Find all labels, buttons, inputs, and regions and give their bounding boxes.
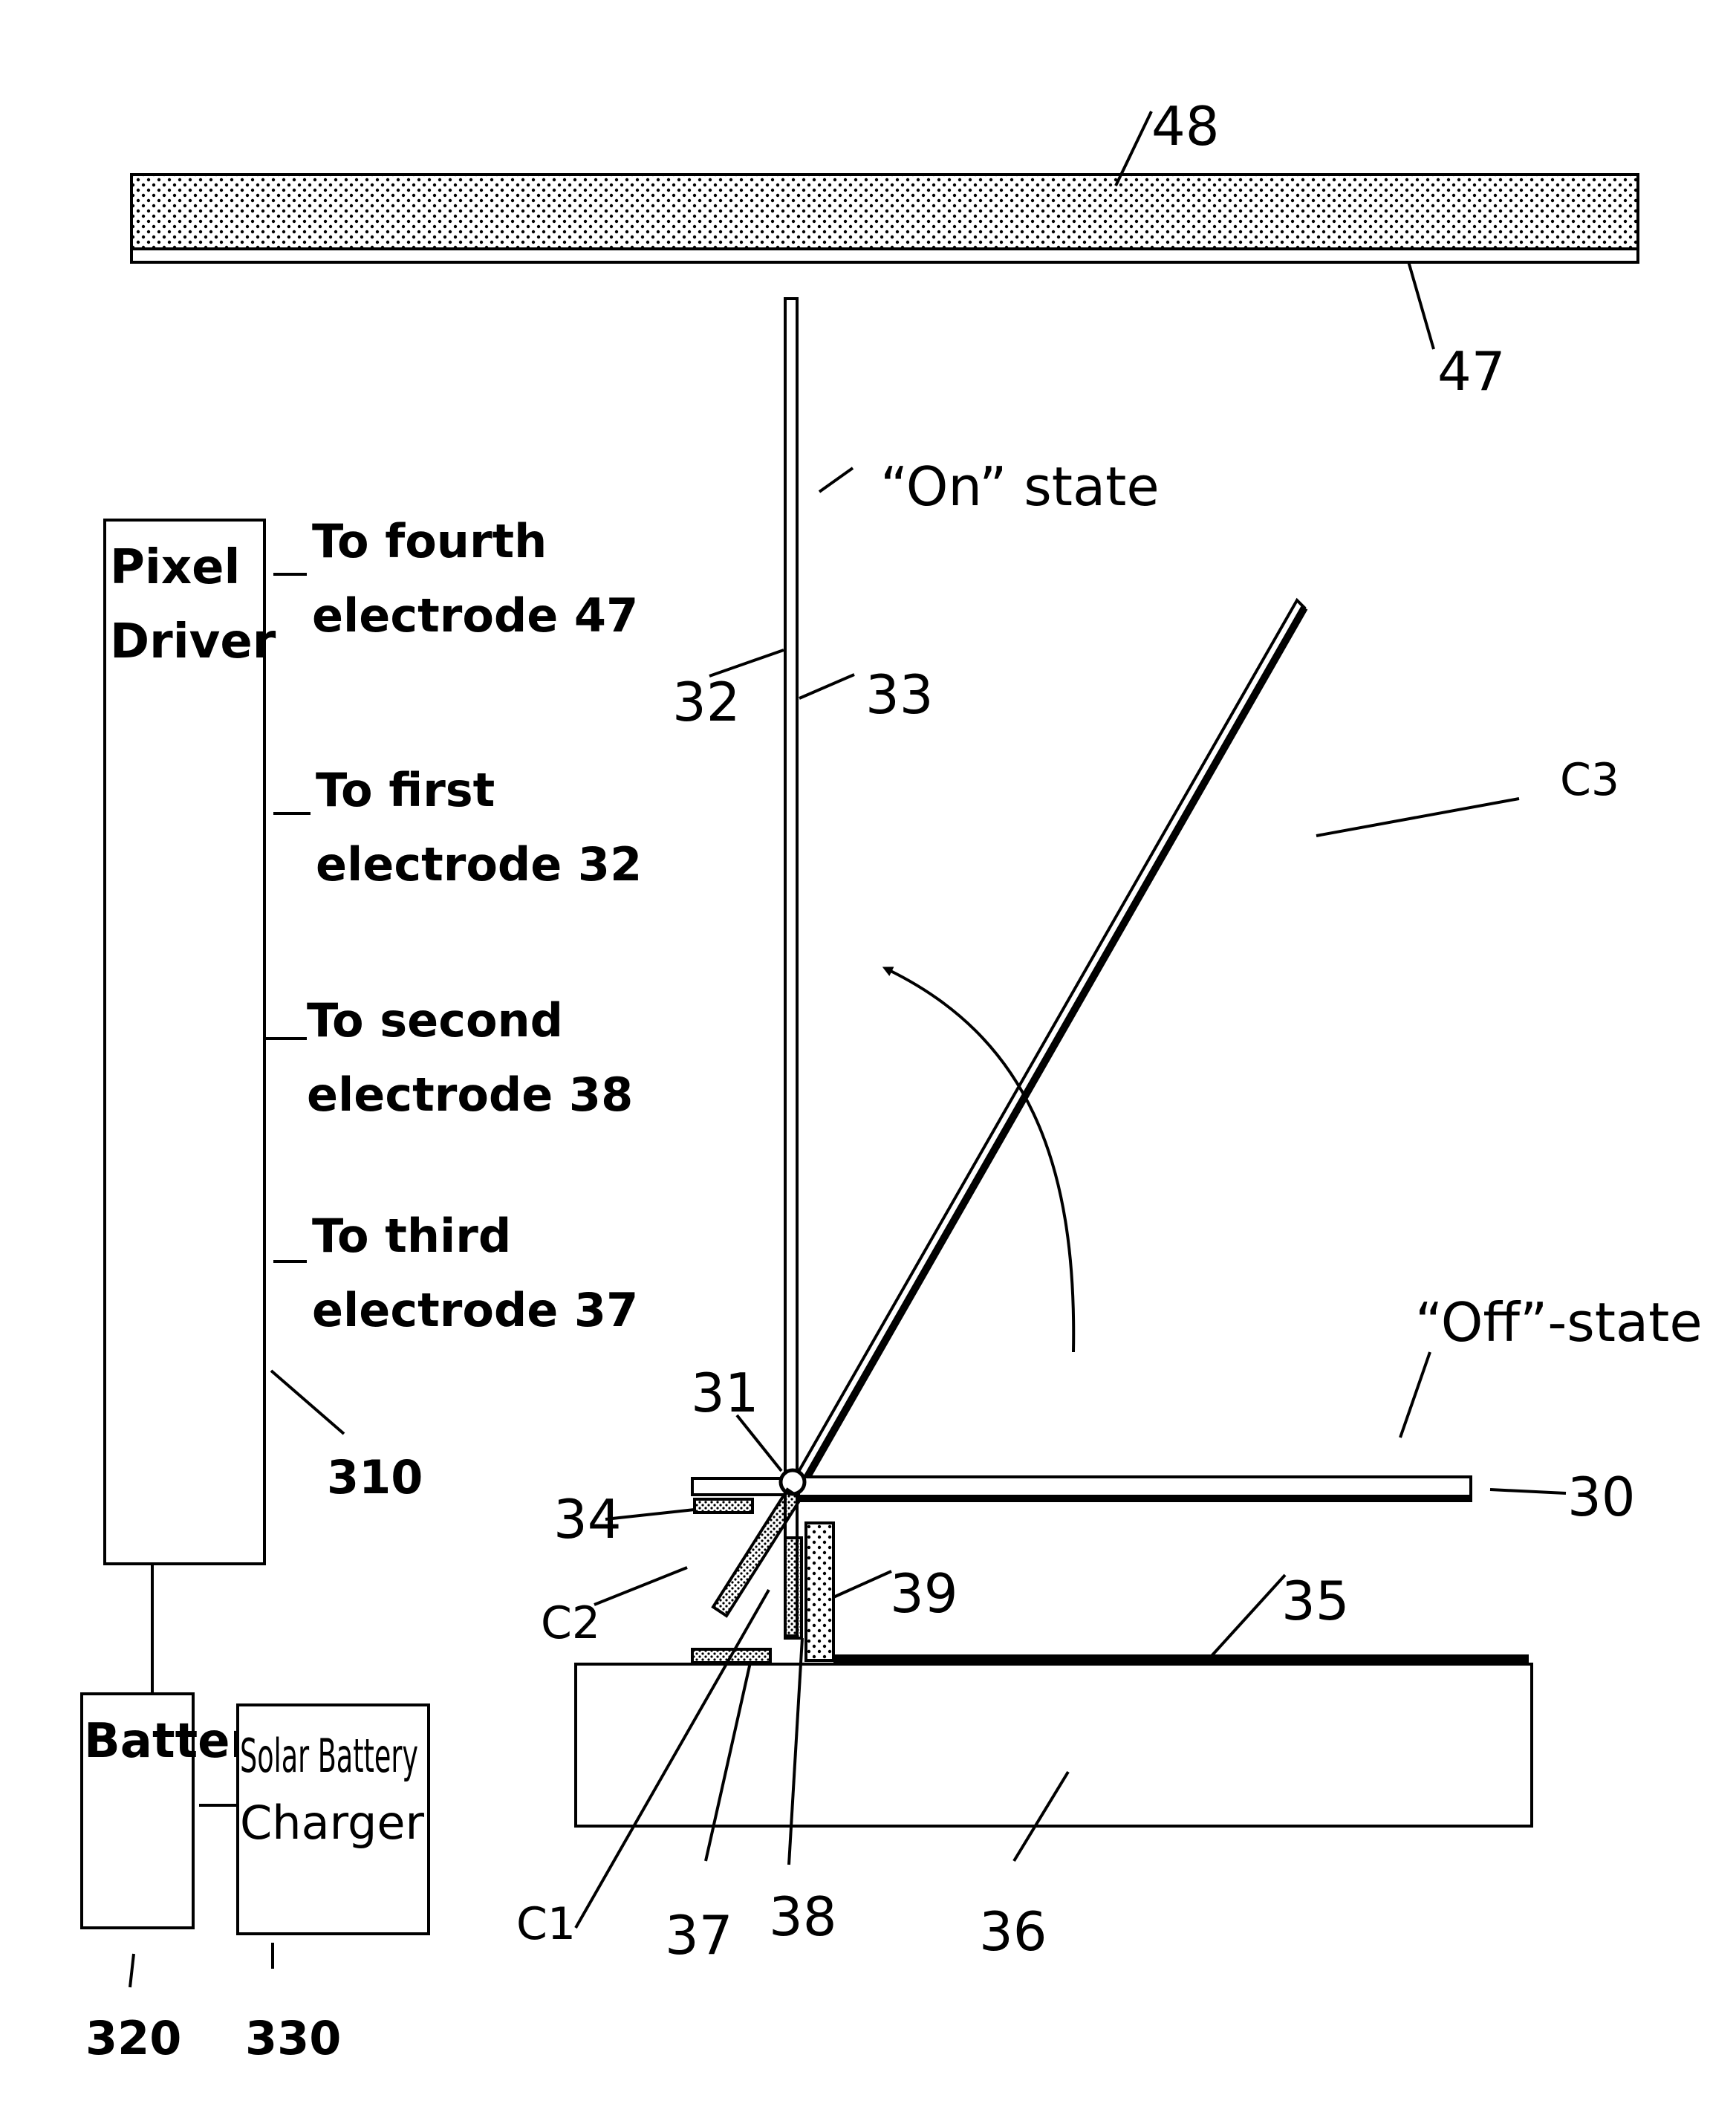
label-320: 320 bbox=[85, 2011, 181, 2065]
pixel-driver-title-1: Pixel bbox=[110, 540, 240, 595]
electrode-39 bbox=[806, 1523, 833, 1660]
label-c1: C1 bbox=[516, 1898, 576, 1950]
leader-c2 bbox=[594, 1568, 687, 1605]
hinge bbox=[781, 1470, 804, 1494]
panel-diagonal bbox=[793, 600, 1304, 1490]
leader-c3 bbox=[1316, 799, 1519, 836]
label-c2: C2 bbox=[541, 1597, 600, 1649]
label-34: 34 bbox=[553, 1488, 622, 1550]
leader-39 bbox=[833, 1571, 891, 1597]
label-31: 31 bbox=[691, 1362, 759, 1424]
label-33: 33 bbox=[865, 663, 934, 726]
output-4-line2: electrode 37 bbox=[312, 1283, 638, 1337]
pixel-driver-box bbox=[105, 520, 264, 1564]
output-1-line1: To fourth bbox=[312, 514, 547, 568]
leader-47 bbox=[1408, 262, 1434, 349]
leader-35 bbox=[1211, 1575, 1285, 1657]
leader-off-state bbox=[1400, 1352, 1430, 1438]
leader-320 bbox=[130, 1954, 134, 1987]
label-47: 47 bbox=[1437, 340, 1506, 403]
pad-34 bbox=[695, 1499, 752, 1513]
label-35: 35 bbox=[1281, 1570, 1350, 1632]
label-330: 330 bbox=[245, 2011, 341, 2065]
label-32: 32 bbox=[672, 671, 741, 733]
label-39: 39 bbox=[890, 1562, 958, 1625]
pixel-driver-title-2: Driver bbox=[110, 614, 276, 669]
output-4-line1: To third bbox=[312, 1209, 511, 1263]
output-1-line2: electrode 47 bbox=[312, 588, 638, 643]
leader-30 bbox=[1490, 1490, 1566, 1493]
leader-33 bbox=[799, 675, 854, 698]
charger-line2: Charger bbox=[240, 1796, 424, 1850]
charger-line1: Solar Battery bbox=[240, 1729, 418, 1783]
electrode-38 bbox=[785, 1538, 802, 1638]
label-36: 36 bbox=[979, 1900, 1047, 1963]
panel-off-state bbox=[799, 1477, 1471, 1501]
label-48: 48 bbox=[1151, 95, 1220, 157]
label-37: 37 bbox=[665, 1904, 733, 1966]
label-off-state: “Off”-state bbox=[1415, 1291, 1703, 1354]
leader-on-state bbox=[819, 468, 853, 492]
output-2-line2: electrode 32 bbox=[316, 837, 642, 891]
label-30: 30 bbox=[1567, 1466, 1636, 1528]
label-on-state: “On” state bbox=[880, 455, 1160, 518]
output-3-line1: To second bbox=[307, 993, 563, 1047]
leader-310 bbox=[271, 1371, 344, 1434]
left-stub bbox=[692, 1478, 785, 1495]
panel-on-state bbox=[785, 299, 797, 1636]
label-38: 38 bbox=[769, 1885, 837, 1948]
label-310: 310 bbox=[327, 1450, 423, 1504]
label-c3: C3 bbox=[1560, 754, 1619, 806]
top-plate bbox=[131, 175, 1638, 262]
output-2-line1: To first bbox=[316, 763, 495, 817]
output-3-line2: electrode 38 bbox=[307, 1068, 633, 1122]
